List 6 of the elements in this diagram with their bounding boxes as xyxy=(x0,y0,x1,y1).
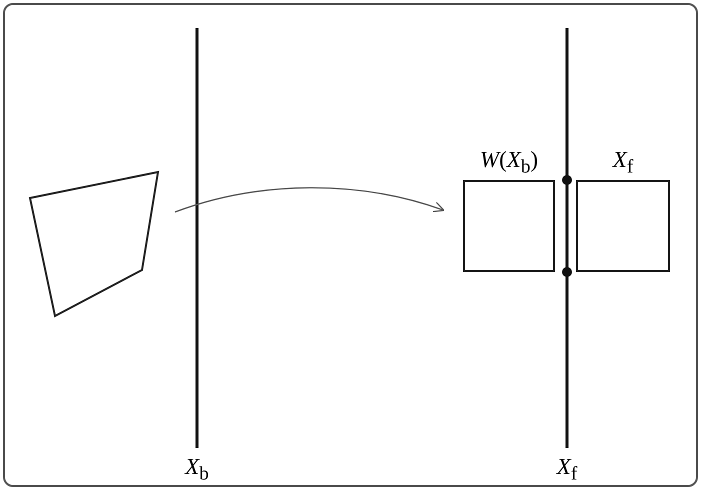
axis-label: X$_{f}$ xyxy=(556,455,578,484)
curved-arrow xyxy=(174,187,445,213)
quadrilateral-shape xyxy=(28,170,160,318)
box-heading: W(X$_{b}$) xyxy=(480,148,538,177)
axis-label: X$_{b}$ xyxy=(185,455,209,484)
box-heading: X$_{f}$ xyxy=(612,148,634,177)
